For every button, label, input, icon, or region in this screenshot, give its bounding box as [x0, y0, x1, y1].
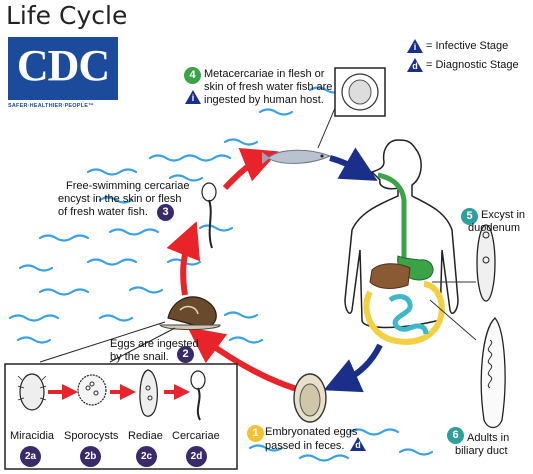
- cdc-logo: CDC: [8, 37, 118, 100]
- step-2-text-line-1: Eggs are ingested: [110, 338, 199, 350]
- cercaria-stage-image: [190, 370, 206, 421]
- embryonated-egg: [293, 373, 327, 423]
- arrow-cercaria-to-fish: [222, 147, 279, 191]
- sporocyst-image: [77, 374, 107, 406]
- arrow-egg-to-snail: [187, 327, 301, 393]
- pointer-biliary: [429, 299, 477, 341]
- step-4-text-line-1: Metacercariae in flesh or: [204, 68, 325, 80]
- step-6-text-line-2: biliary duct: [455, 445, 508, 457]
- pointer-snail-left: [39, 321, 166, 363]
- step-6-text-line-1: Adults in: [467, 432, 510, 444]
- liver: [369, 263, 411, 289]
- step-5-text-line-2: duodenum: [468, 222, 520, 234]
- step-1-text-line-2: passed in feces.: [265, 440, 345, 452]
- excysted-larva: [476, 224, 496, 302]
- arrow-fish-to-human: [329, 147, 378, 181]
- step-1-badge: 1: [247, 425, 264, 442]
- diagnostic-symbol: d: [412, 61, 418, 71]
- step-1-diagnostic-symbol: d: [355, 440, 361, 450]
- step-4-badge: 4: [184, 67, 201, 84]
- stage-2a-badge: 2a: [20, 446, 41, 467]
- step-5-badge: 5: [461, 208, 478, 225]
- diagnostic-label: = Diagnostic Stage: [426, 59, 519, 71]
- stage-2d-badge: 2d: [186, 446, 207, 467]
- cercaria: [201, 182, 217, 249]
- stage-2c-badge: 2c: [136, 446, 157, 467]
- step-3-text-line-3: of fresh water fish.: [58, 206, 148, 218]
- redia-image: [139, 369, 158, 417]
- cdc-wordmark: CDC: [16, 41, 110, 90]
- step-1-diagnostic-icon: [350, 437, 366, 451]
- step-2-text-line-2: by the snail.: [110, 351, 169, 363]
- diagnostic-triangle-icon: [407, 58, 423, 72]
- page-title: Life Cycle: [6, 1, 128, 30]
- adult-fluke: [480, 317, 506, 429]
- fish: [262, 149, 332, 164]
- small-intestine: [388, 294, 429, 335]
- stage-2b-badge: 2b: [80, 446, 101, 467]
- step-3-badge: 3: [157, 204, 174, 221]
- arrow-snail-to-cercaria: [166, 221, 201, 296]
- step-5-text-line-1: Excyst in: [481, 209, 526, 221]
- metacercaria-inset: [317, 67, 386, 149]
- miracidium-image: [17, 373, 47, 411]
- infective-triangle-icon: [407, 39, 423, 53]
- step-4-infective-symbol: i: [191, 93, 195, 103]
- human-body: [344, 139, 459, 329]
- stage-cercariae-label: Cercariae: [172, 430, 220, 442]
- stage-miracidia-label: Miracidia: [10, 430, 55, 442]
- step-2-badge: 2: [177, 346, 194, 363]
- stage-rediae-label: Rediae: [128, 430, 163, 442]
- step-1-text-line-1: Embryonated eggs: [265, 426, 358, 438]
- step-3-text-line-1: Free-swimming cercariae: [66, 180, 190, 192]
- step-4-text-line-3: ingested by human host.: [204, 94, 324, 106]
- step-4-infective-icon: [185, 90, 201, 104]
- stage-sporocysts-label: Sporocysts: [64, 430, 119, 442]
- pointer-snail-right: [109, 327, 176, 363]
- arrow-human-to-egg: [323, 343, 383, 393]
- snail: [159, 296, 221, 331]
- large-intestine: [363, 281, 445, 345]
- esophagus: [377, 172, 407, 258]
- step-4-text-line-2: skin of fresh water fish are: [204, 81, 333, 93]
- cdc-tagline: SAFER·HEALTHIER·PEOPLE™: [8, 103, 94, 109]
- step-6-badge: 6: [447, 427, 464, 444]
- infective-label: = Infective Stage: [426, 40, 509, 52]
- infective-symbol: i: [413, 42, 417, 52]
- step-3-text-line-2: encyst in the skin or flesh: [58, 193, 182, 205]
